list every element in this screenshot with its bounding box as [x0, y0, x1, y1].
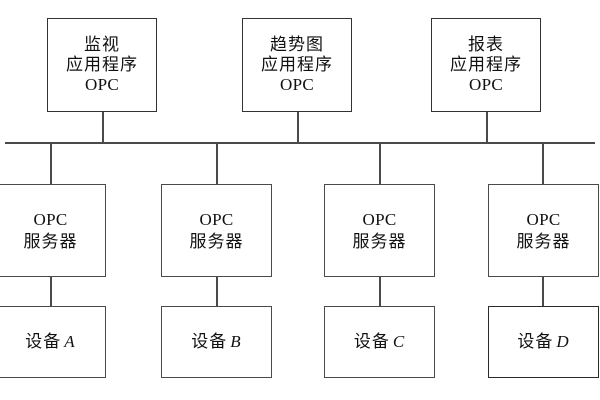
- connector-trend-to-bus: [297, 111, 299, 144]
- device-b-id: B: [230, 332, 242, 352]
- device-a-text: 设备: [25, 332, 62, 352]
- application-report-line1: 报表: [468, 34, 504, 54]
- device-c-id: C: [392, 332, 406, 352]
- device-c-text: 设备: [353, 332, 390, 352]
- opc-server-4-line2: 服务器: [516, 231, 571, 251]
- application-box-trend[interactable]: 趋势图 应用程序 OPC: [242, 18, 352, 112]
- connector-server-2-to-device-b: [216, 277, 218, 307]
- connector-report-to-bus: [486, 111, 488, 144]
- application-box-report[interactable]: 报表 应用程序 OPC: [431, 18, 541, 112]
- application-monitor-line3: OPC: [85, 75, 119, 95]
- opc-server-2-line2: 服务器: [189, 231, 244, 251]
- connector-bus-to-server-4: [542, 143, 544, 185]
- connector-server-3-to-device-c: [379, 277, 381, 307]
- application-report-line2: 应用程序: [450, 54, 522, 74]
- opc-server-1-line1: OPC: [33, 209, 68, 229]
- opc-server-box-1[interactable]: OPC 服务器: [0, 184, 106, 277]
- application-trend-line3: OPC: [280, 75, 314, 95]
- application-trend-line2: 应用程序: [261, 54, 333, 74]
- application-monitor-line2: 应用程序: [66, 54, 138, 74]
- network-bus: [5, 142, 595, 144]
- opc-server-box-3[interactable]: OPC 服务器: [324, 184, 435, 277]
- connector-server-4-to-device-d: [542, 277, 544, 307]
- connector-bus-to-server-3: [379, 143, 381, 185]
- opc-server-3-line1: OPC: [362, 209, 397, 229]
- connector-bus-to-server-1: [50, 143, 52, 185]
- application-box-monitor[interactable]: 监视 应用程序 OPC: [47, 18, 157, 112]
- opc-server-box-2[interactable]: OPC 服务器: [161, 184, 272, 277]
- opc-server-4-line1: OPC: [526, 209, 561, 229]
- opc-server-box-4[interactable]: OPC 服务器: [488, 184, 599, 277]
- application-report-line3: OPC: [469, 75, 503, 95]
- device-d-text: 设备: [517, 332, 554, 352]
- connector-monitor-to-bus: [102, 111, 104, 144]
- device-a-id: A: [64, 332, 76, 352]
- opc-server-2-line1: OPC: [199, 209, 234, 229]
- device-d-id: D: [556, 332, 570, 352]
- opc-server-1-line2: 服务器: [23, 231, 78, 251]
- device-b-text: 设备: [191, 332, 228, 352]
- connector-bus-to-server-2: [216, 143, 218, 185]
- connector-server-1-to-device-a: [50, 277, 52, 307]
- opc-server-3-line2: 服务器: [352, 231, 407, 251]
- application-monitor-line1: 监视: [84, 34, 120, 54]
- application-trend-line1: 趋势图: [270, 34, 324, 54]
